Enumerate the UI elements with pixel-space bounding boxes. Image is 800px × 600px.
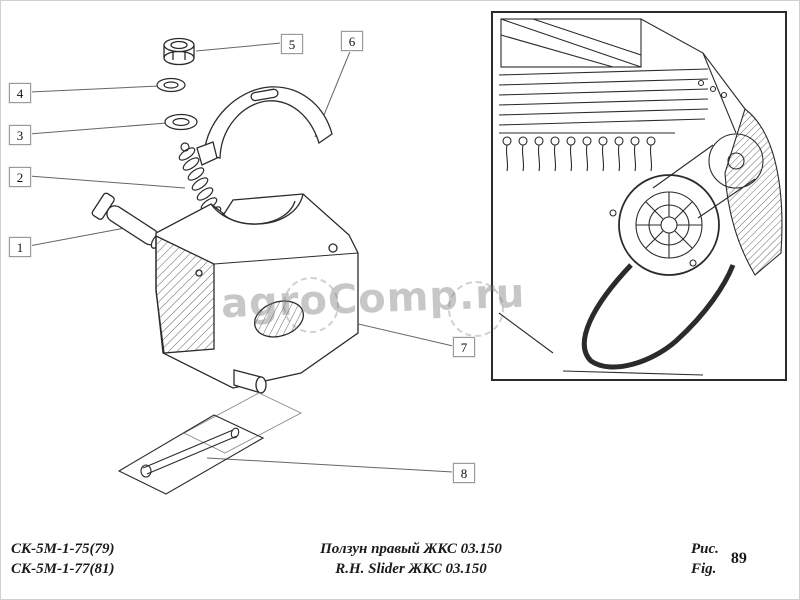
part-7-slider-body (155, 193, 359, 394)
callout-4: 4 (9, 83, 31, 103)
part-6-clamp (196, 86, 333, 166)
model-code-line2: СК-5М-1-77(81) (11, 561, 115, 577)
callout-3-label: 3 (16, 127, 24, 143)
callout-6: 6 (341, 31, 363, 51)
assembly-location-frame (491, 11, 787, 381)
callout-8-label: 8 (460, 465, 468, 481)
callout-5-label: 5 (288, 36, 296, 52)
part-4-washer (156, 77, 186, 93)
callout-2: 2 (9, 167, 31, 187)
model-codes: СК-5М-1-75(79) СК-5М-1-77(81) (11, 539, 115, 579)
callout-6-label: 6 (348, 33, 356, 49)
model-code-line1: СК-5М-1-75(79) (11, 541, 115, 557)
assembly-location-illustration (498, 18, 783, 376)
callout-7: 7 (453, 337, 475, 357)
gasket-sheet (183, 392, 303, 454)
callout-4-label: 4 (16, 85, 24, 101)
figure-title: Ползун правый ЖКС 03.150 R.H. Slider ЖКС… (241, 539, 581, 579)
figure-title-en: R.H. Slider ЖКС 03.150 (335, 561, 487, 577)
callout-2-label: 2 (16, 169, 24, 185)
figure-reference: Рис. Fig. 89 (691, 539, 747, 579)
figure-label-ru: Рис. (691, 541, 719, 557)
callout-1: 1 (9, 237, 31, 257)
callout-5: 5 (281, 34, 303, 54)
callout-1-label: 1 (16, 239, 24, 255)
callout-7-label: 7 (460, 339, 468, 355)
part-5-nut (163, 37, 195, 66)
figure-number: 89 (730, 550, 747, 567)
figure-title-ru: Ползун правый ЖКС 03.150 (320, 541, 502, 557)
part-8-plate (117, 414, 265, 495)
part-3-washer (164, 113, 198, 131)
callout-8: 8 (453, 463, 475, 483)
callout-3: 3 (9, 125, 31, 145)
exploded-view-drawing (28, 37, 454, 495)
leader-lines (28, 42, 454, 473)
figure-label-en: Fig. (691, 561, 717, 577)
